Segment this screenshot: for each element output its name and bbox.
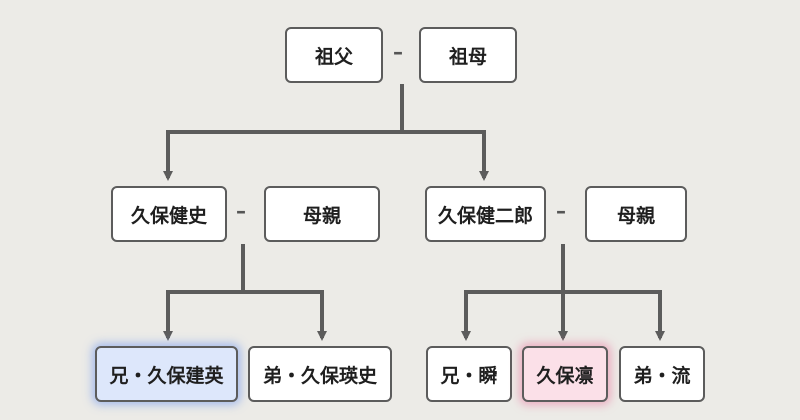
node-self-b: 久保凛 — [522, 346, 608, 402]
spouse-separator: – — [236, 199, 246, 223]
spouse-separator: – — [556, 199, 566, 223]
node-younger-brother-b: 弟・流 — [619, 346, 705, 402]
node-younger-brother-a: 弟・久保瑛史 — [248, 346, 392, 402]
node-mother-a: 母親 — [264, 186, 380, 242]
node-mother-b: 母親 — [585, 186, 687, 242]
spouse-separator: – — [393, 40, 403, 64]
node-father-a: 久保健史 — [111, 186, 227, 242]
node-grandmother: 祖母 — [419, 27, 517, 83]
node-elder-brother-b: 兄・瞬 — [426, 346, 512, 402]
node-father-b: 久保健二郎 — [425, 186, 546, 242]
node-grandfather: 祖父 — [285, 27, 383, 83]
node-elder-brother-a: 兄・久保建英 — [95, 346, 238, 402]
